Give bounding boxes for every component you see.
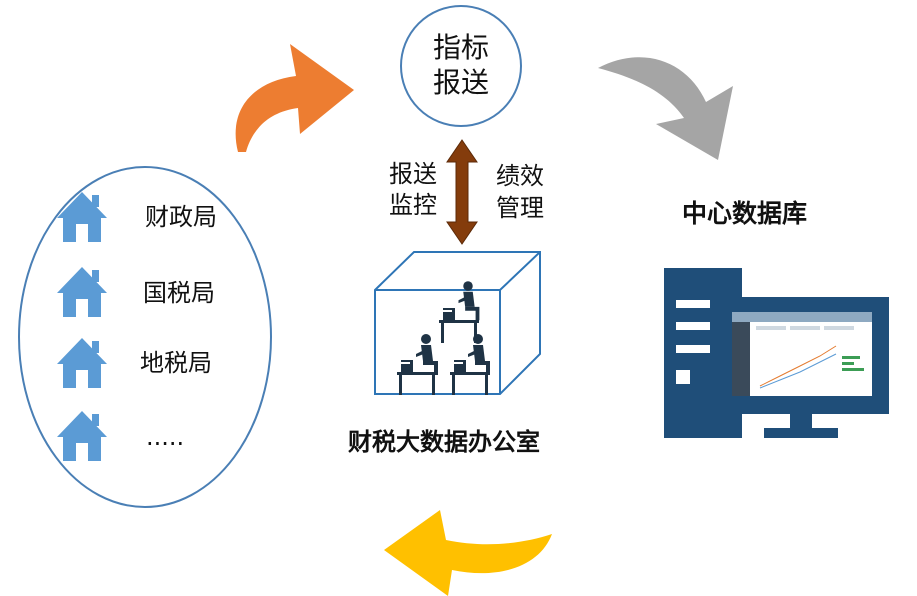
report-monitor-label-line2: 监控 (389, 191, 437, 219)
house-icon (57, 411, 107, 461)
agency-label-national-tax: 国税局 (143, 279, 215, 307)
house-icon (57, 267, 107, 317)
house-icon (57, 338, 107, 388)
report-monitor-label-line1: 报送 (389, 160, 437, 188)
office-title: 财税大数据办公室 (348, 428, 540, 456)
database-title: 中心数据库 (682, 199, 808, 228)
agency-label-more: ..... (146, 423, 185, 451)
agencies-ellipse (18, 166, 272, 508)
performance-mgmt-label-line2: 管理 (496, 194, 544, 222)
brown-double-arrow (446, 139, 478, 245)
orange-curved-arrow (235, 44, 354, 152)
computer-monitor-icon (664, 268, 889, 438)
indicator-report-circle (400, 5, 522, 127)
gray-curved-arrow (598, 57, 733, 160)
performance-mgmt-label-line1: 绩效 (496, 162, 544, 190)
yellow-curved-arrow (384, 510, 552, 596)
circle-label-line1: 指标 (432, 31, 489, 64)
agency-label-finance: 财政局 (145, 203, 217, 231)
house-icon (57, 192, 107, 242)
agency-label-local-tax: 地税局 (140, 349, 212, 377)
circle-label-line2: 报送 (432, 66, 489, 99)
